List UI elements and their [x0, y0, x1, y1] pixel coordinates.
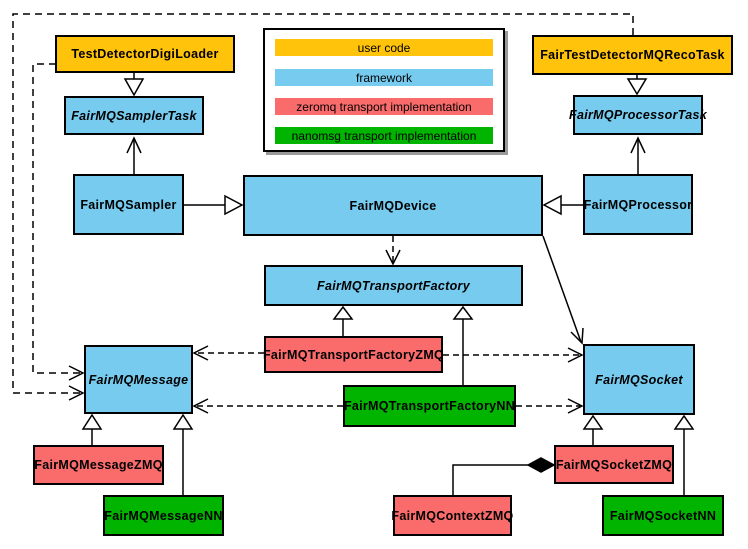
edge-fairmqtransportfactoryzmq-inherits-fairmqtransportfactory [332, 305, 354, 336]
legend-label: framework [355, 70, 412, 85]
edge-fairmqtransportfactorynn-inherits-fairmqtransportfactory [452, 305, 474, 385]
edge-fairtestdetectormqrecotask-inherits-fairmqprocessortask [626, 75, 648, 96]
legend-label: zeromq transport implementation [296, 99, 472, 114]
edge-fairmqmessagenn-inherits-fairmqmessage [172, 413, 194, 495]
edge-fairmqtransportfactoryzmq-depends-fairmqsocket [443, 347, 584, 363]
node-fairmqmessagenn: FairMQMessageNN [103, 495, 224, 536]
node-fairmqsocketzmq: FairMQSocketZMQ [554, 445, 674, 484]
legend-item-framework: framework [275, 69, 493, 86]
node-fairmqtransportfactoryzmq: FairMQTransportFactoryZMQ [263, 336, 444, 373]
node-fairmqmessagezmq: FairMQMessageZMQ [33, 445, 164, 485]
node-fairmqcontextzmq: FairMQContextZMQ [391, 495, 513, 536]
edge-fairmqdevice-uses-fairmqsocket [542, 235, 584, 345]
node-fairtestdetectormqrecotask: FairTestDetectorMQRecoTask [532, 35, 733, 75]
edge-fairtestdetectormqrecotask-depends-fairmqmessage [12, 13, 634, 401]
legend-item-zeromq: zeromq transport implementation [275, 98, 493, 115]
edge-fairmqprocessor-uses-fairmqprocessortask [630, 136, 646, 174]
legend-item-user-code: user code [275, 39, 493, 56]
node-fairmqtransportfactory: FairMQTransportFactory [264, 265, 523, 306]
edge-fairmqsampler-inherits-fairmqdevice [184, 194, 244, 216]
node-fairmqsamplertask: FairMQSamplerTask [64, 96, 204, 135]
node-fairmqtransportfactorynn: FairMQTransportFactoryNN [343, 385, 516, 427]
edge-fairmqsocketzmq-owns-fairmqcontextzmq [452, 457, 556, 495]
edge-fairmqsocketnn-inherits-fairmqsocket [673, 414, 695, 495]
edge-fairmqtransportfactorynn-depends-fairmqmessage [192, 398, 343, 414]
edge-fairmqsocketzmq-inherits-fairmqsocket [582, 414, 604, 445]
legend-label: nanomsg transport implementation [291, 128, 477, 143]
legend-item-nanomsg: nanomsg transport implementation [275, 127, 493, 144]
node-testdetectordigiloader: TestDetectorDigiLoader [55, 35, 235, 73]
edge-fairmqdevice-depends-fairmqtransportfactory [385, 236, 401, 266]
edge-fairmqtransportfactorynn-depends-fairmqsocket [516, 398, 584, 414]
node-fairmqmessage: FairMQMessage [84, 345, 193, 414]
edge-fairmqprocessor-inherits-fairmqdevice [542, 194, 583, 216]
node-fairmqsocketnn: FairMQSocketNN [602, 495, 724, 536]
node-fairmqprocessortask: FairMQProcessorTask [569, 95, 707, 135]
node-fairmqprocessor: FairMQProcessor [583, 174, 693, 235]
legend-label: user code [357, 40, 411, 55]
edge-testdetectordigiloader-inherits-fairmqsamplertask [123, 73, 145, 97]
edge-fairmqtransportfactoryzmq-depends-fairmqmessage [192, 345, 264, 361]
edge-fairmqsampler-uses-fairmqsamplertask [126, 136, 142, 174]
edge-fairmqmessagezmq-inherits-fairmqmessage [81, 413, 103, 445]
legend: user code framework zeromq transport imp… [263, 28, 505, 152]
node-fairmqdevice: FairMQDevice [243, 175, 543, 236]
node-fairmqsampler: FairMQSampler [73, 174, 184, 235]
node-fairmqsocket: FairMQSocket [583, 344, 695, 415]
edge-testdetectordigiloader-depends-fairmqmessage [32, 63, 85, 381]
